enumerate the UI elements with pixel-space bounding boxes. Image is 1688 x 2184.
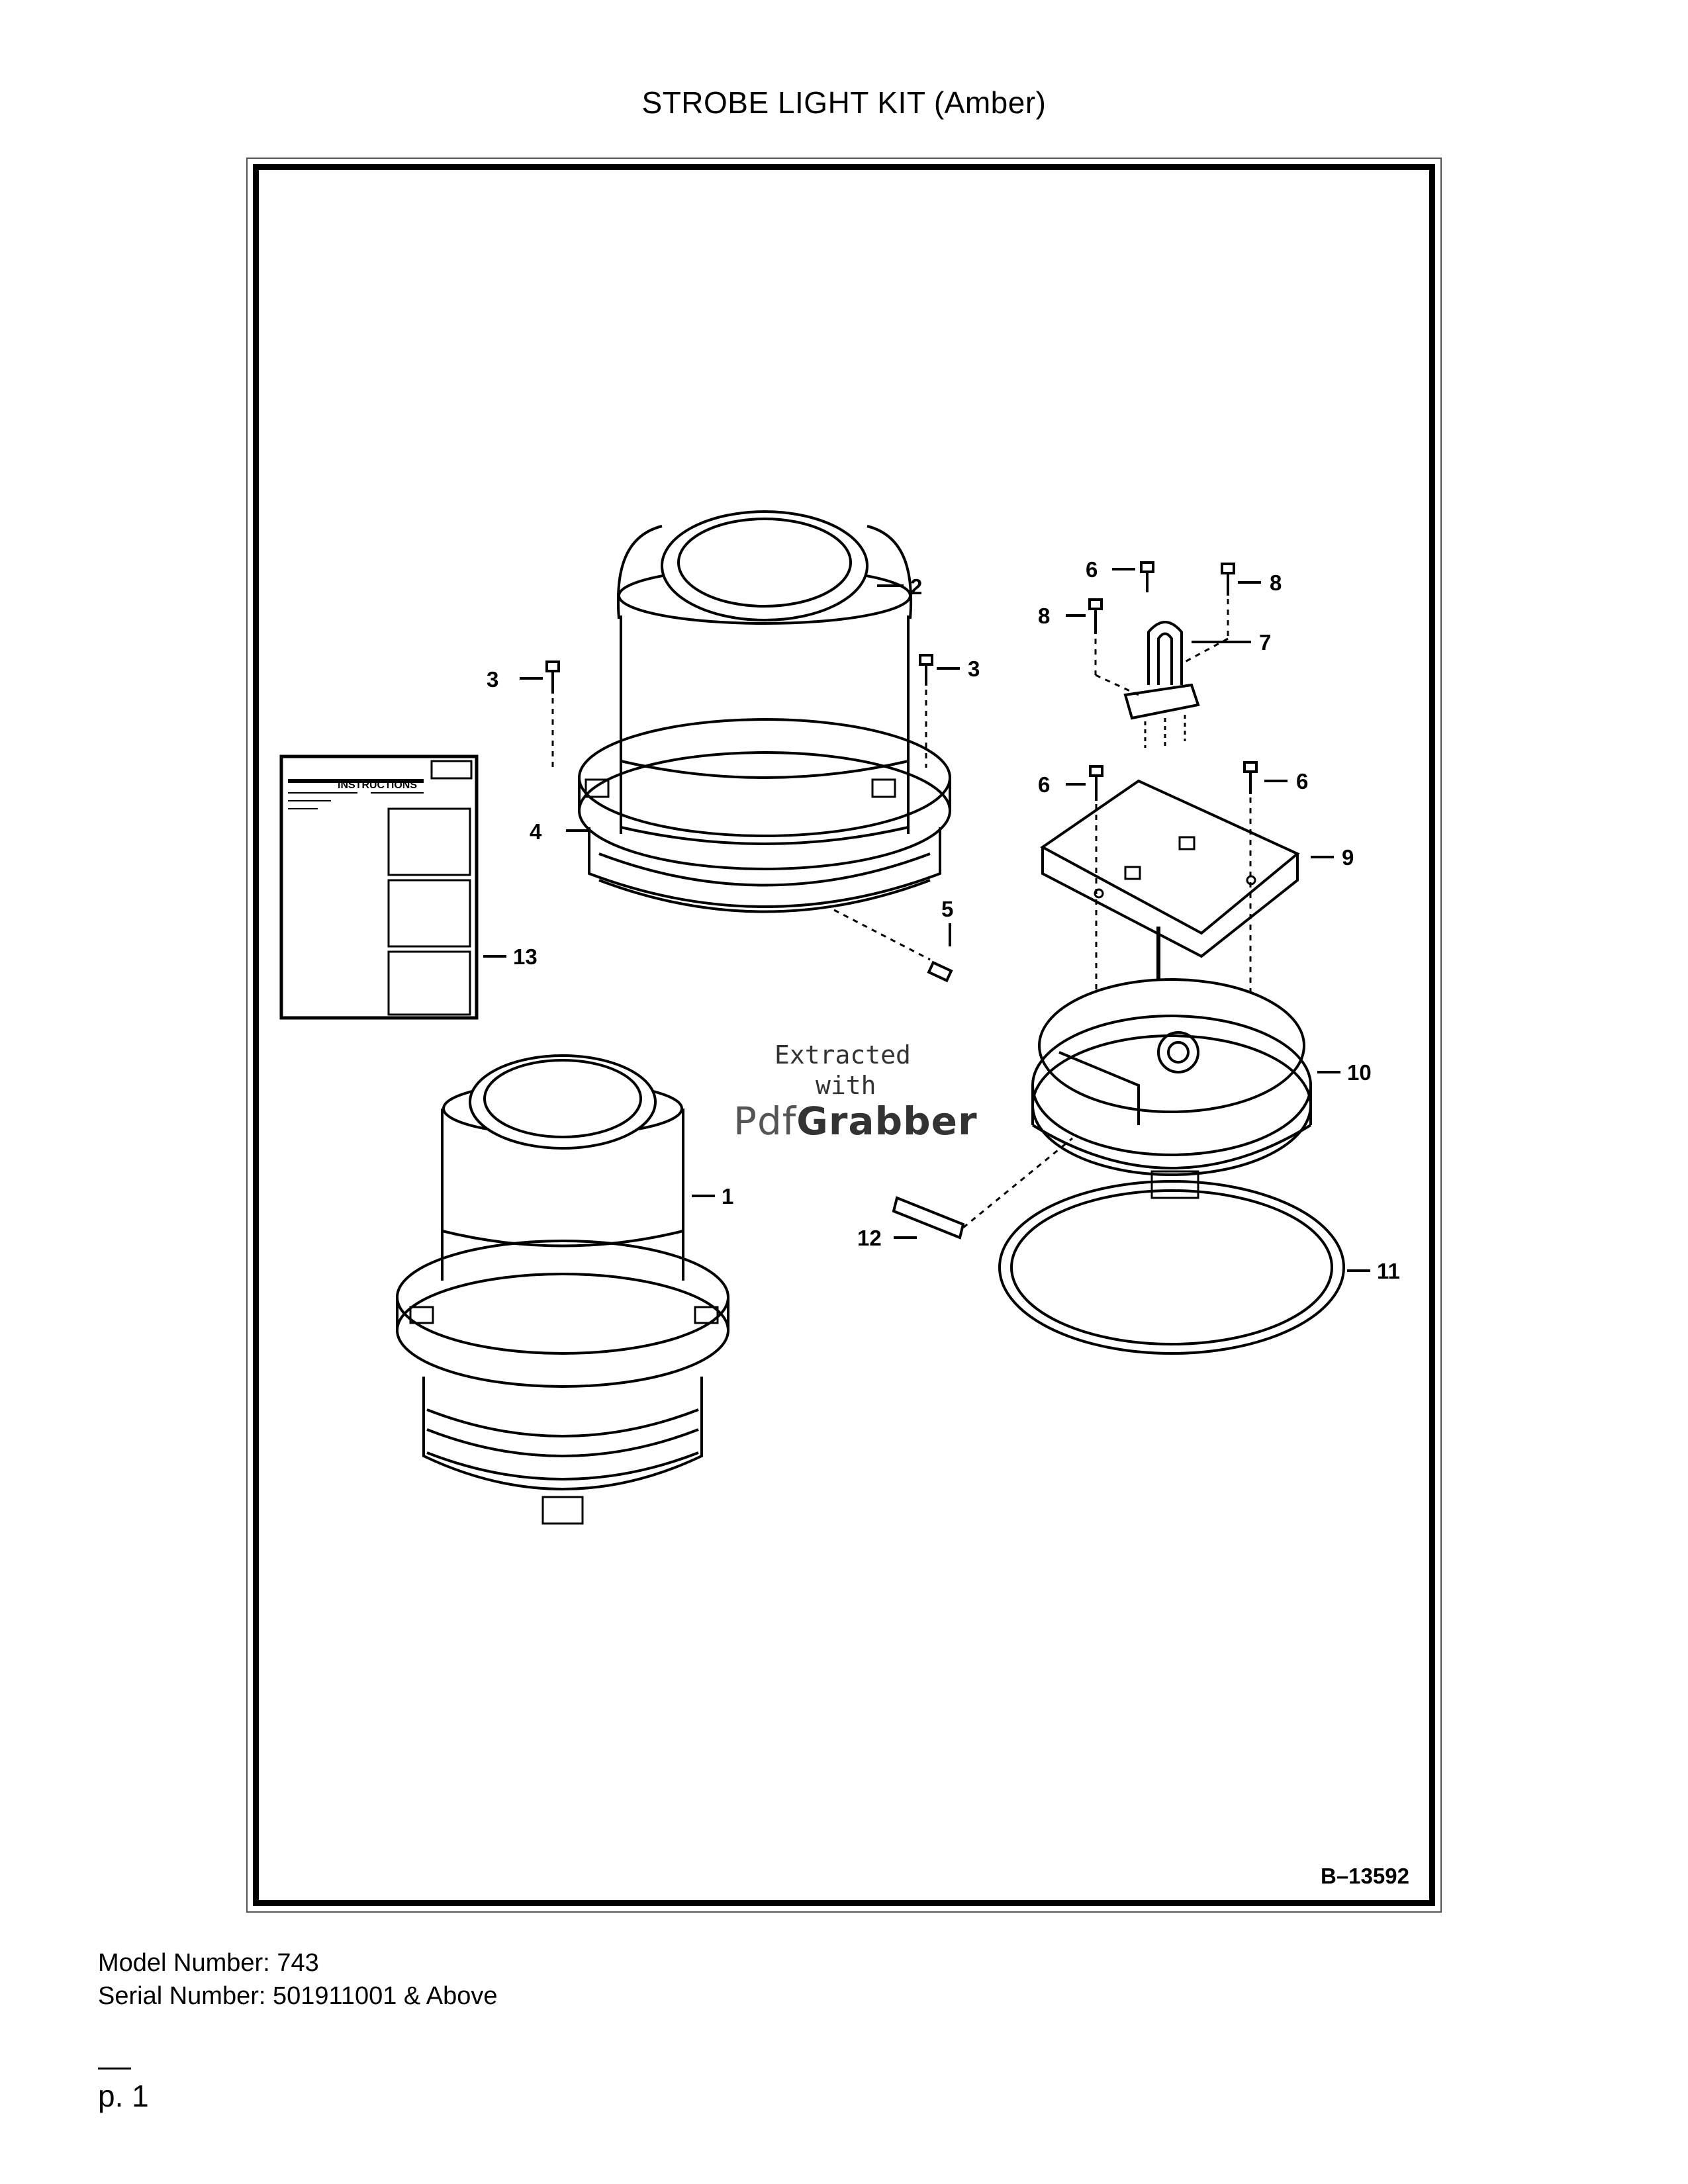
- clip-part-12: [892, 1137, 1073, 1240]
- callout-8-left: 8: [1038, 604, 1050, 628]
- base-housing-part-10: [1031, 978, 1312, 1199]
- callout-6-right: 6: [1296, 769, 1308, 794]
- figure-frame: [253, 164, 1435, 1906]
- screw-part-6-right: [1243, 761, 1258, 794]
- callout-6-left: 6: [1038, 772, 1050, 797]
- callout-4: 4: [530, 819, 542, 844]
- strobe-assembly-part-1: [396, 1054, 729, 1525]
- leader-lines: [483, 568, 1370, 1272]
- serial-number: Serial Number: 501911001 & Above: [98, 1982, 498, 2010]
- page-number-rule: [98, 2068, 131, 2070]
- watermark-line-1: Extracted: [774, 1040, 911, 1069]
- screw-part-8-right: [1221, 563, 1235, 596]
- screw-part-3-right: [919, 654, 933, 686]
- screw-part-3-left: [545, 660, 560, 694]
- callout-7: 7: [1259, 630, 1271, 655]
- callout-9: 9: [1342, 845, 1354, 870]
- page-title: STROBE LIGHT KIT (Amber): [641, 85, 1047, 120]
- callout-8-right: 8: [1270, 570, 1282, 595]
- watermark-brand-suffix: Grabber: [796, 1099, 978, 1144]
- callout-11: 11: [1377, 1259, 1400, 1283]
- lens-cover-part-2: [616, 510, 913, 845]
- callout-12: 12: [857, 1226, 882, 1250]
- screw-part-6-left: [1089, 765, 1103, 801]
- watermark-brand-prefix: Pdf: [733, 1099, 797, 1144]
- callout-1: 1: [722, 1184, 733, 1208]
- watermark-brand: PdfGrabber: [733, 1099, 978, 1144]
- callout-10: 10: [1347, 1060, 1372, 1085]
- page-number: p. 1: [98, 2079, 149, 2113]
- model-number: Model Number: 743: [98, 1949, 319, 1977]
- instruction-sheet-heading: INSTRUCTIONS: [338, 780, 417, 791]
- callout-6-top: 6: [1086, 557, 1098, 582]
- callout-5: 5: [941, 897, 953, 921]
- flange-part-4: [578, 718, 951, 913]
- screw-part-6-top: [1140, 561, 1154, 592]
- figure-frame-outer: [246, 158, 1442, 1913]
- flash-tube-part-7: [1123, 621, 1200, 748]
- screw-part-5: [927, 960, 953, 983]
- callout-13: 13: [513, 944, 538, 969]
- callout-3-left: 3: [487, 667, 498, 692]
- figure-code: B–13592: [1321, 1864, 1409, 1888]
- watermark-line-2: with: [816, 1071, 876, 1100]
- callout-2: 2: [910, 574, 922, 599]
- gasket-part-11: [998, 1180, 1345, 1355]
- callout-3-right: 3: [968, 657, 980, 681]
- screw-part-8-left: [1088, 598, 1103, 634]
- instruction-sheet-part-13: [279, 754, 479, 1020]
